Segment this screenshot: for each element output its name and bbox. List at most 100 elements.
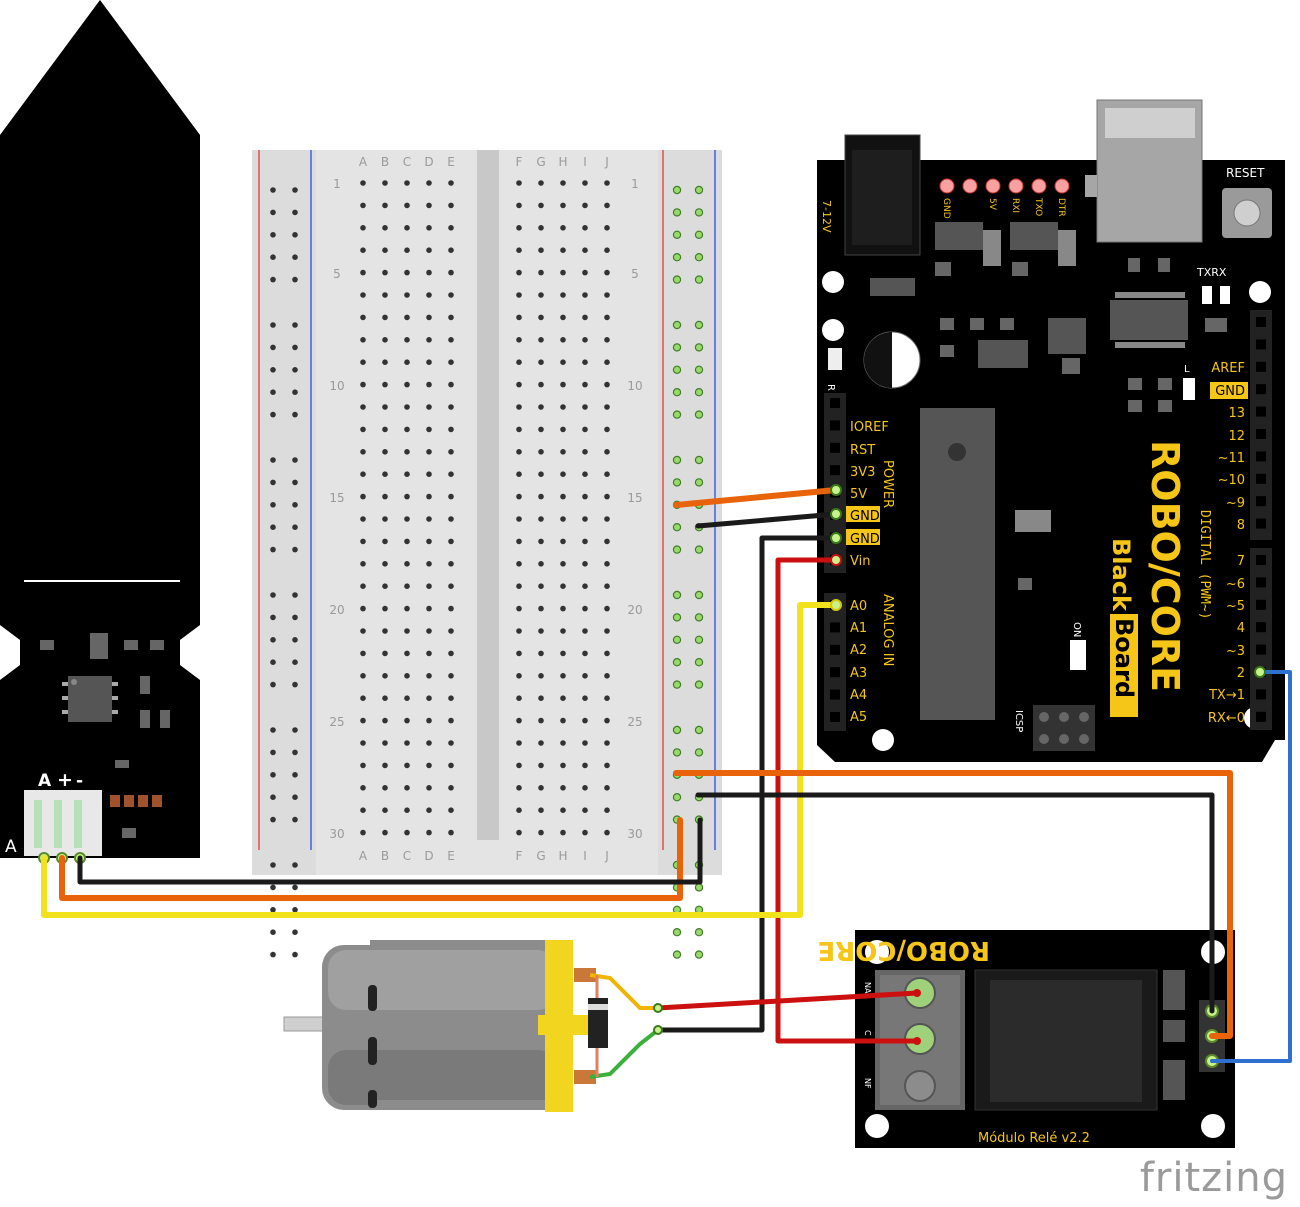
breadboard-hole bbox=[404, 807, 410, 813]
breadboard-hole bbox=[270, 479, 276, 486]
breadboard-hole bbox=[404, 471, 410, 478]
breadboard-hole bbox=[292, 209, 298, 216]
header-pin bbox=[1256, 555, 1266, 565]
breadboard-hole bbox=[292, 862, 298, 868]
breadboard-hole bbox=[516, 225, 522, 231]
breadboard-hole bbox=[604, 605, 610, 612]
breadboard-hole bbox=[604, 314, 610, 321]
breadboard-hole bbox=[292, 254, 298, 260]
breadboard-hole bbox=[270, 276, 276, 283]
pin-label-8: 8 bbox=[1237, 518, 1245, 533]
breadboard-hole bbox=[448, 717, 454, 724]
breadboard-hole bbox=[538, 605, 544, 612]
breadboard-hole bbox=[292, 592, 298, 598]
led-label-txo: TXO bbox=[1033, 197, 1043, 216]
breadboard-hole bbox=[382, 359, 388, 366]
breadboard-hole bbox=[448, 785, 454, 791]
led-label-dtr: DTR bbox=[1056, 198, 1066, 217]
relay-module-label: Módulo Relé v2.2 bbox=[978, 1131, 1090, 1146]
breadboard-hole bbox=[582, 381, 588, 388]
breadboard-hole bbox=[270, 457, 276, 463]
breadboard-hole bbox=[404, 180, 410, 186]
breadboard-hole bbox=[292, 187, 298, 193]
breadboard-hole bbox=[516, 807, 522, 813]
breadboard-hole bbox=[672, 680, 682, 689]
breadboard-hole bbox=[516, 337, 522, 343]
breadboard-hole bbox=[538, 650, 544, 657]
breadboard-hole bbox=[360, 404, 366, 410]
breadboard-hole bbox=[694, 320, 704, 330]
breadboard-hole bbox=[516, 538, 522, 545]
breadboard-hole bbox=[582, 292, 588, 298]
pin-label-3v3: 3V3 bbox=[850, 465, 875, 480]
breadboard-hole bbox=[448, 471, 454, 478]
breadboard-hole bbox=[560, 247, 566, 253]
breadboard-hole bbox=[448, 359, 454, 366]
breadboard-hole bbox=[360, 785, 366, 791]
breadboard-hole bbox=[360, 561, 366, 567]
digital-title: DIGITAL (PWM~) bbox=[1197, 510, 1212, 620]
pin-label-a1: A1 bbox=[850, 621, 867, 636]
breadboard-hole bbox=[516, 717, 522, 724]
breadboard-hole bbox=[448, 740, 454, 746]
breadboard-hole bbox=[516, 829, 522, 836]
breadboard-hole bbox=[292, 816, 298, 823]
breadboard-hole bbox=[382, 225, 388, 231]
wire-d2-to-relay-signal bbox=[1210, 670, 1292, 1063]
breadboard-hole bbox=[560, 717, 566, 724]
on-label: ON bbox=[1071, 622, 1082, 637]
header-pin bbox=[830, 712, 840, 722]
bb-col-f: F bbox=[516, 155, 523, 169]
breadboard-hole bbox=[538, 740, 544, 746]
header-pin bbox=[1256, 406, 1266, 417]
breadboard-hole bbox=[582, 269, 588, 276]
breadboard-hole bbox=[448, 404, 454, 410]
breadboard-hole bbox=[404, 449, 410, 455]
breadboard-hole bbox=[560, 381, 566, 388]
breadboard-hole bbox=[404, 292, 410, 298]
breadboard-hole bbox=[404, 359, 410, 366]
breadboard-hole bbox=[382, 717, 388, 724]
breadboard-hole bbox=[426, 202, 432, 209]
header-pin bbox=[1256, 577, 1266, 588]
pin-label-gnd-2: GND bbox=[850, 532, 880, 547]
sensor-pin-a-label: A bbox=[38, 771, 52, 791]
breadboard-hole bbox=[672, 455, 682, 465]
wire-a0-to-sensor bbox=[41, 602, 839, 918]
breadboard-hole bbox=[448, 673, 454, 679]
breadboard-hole bbox=[694, 478, 704, 487]
breadboard-hole bbox=[672, 208, 682, 217]
header-pin bbox=[1256, 317, 1266, 327]
breadboard-hole bbox=[404, 605, 410, 612]
breadboard-hole bbox=[426, 404, 432, 410]
breadboard-hole bbox=[382, 314, 388, 321]
bb-row-10-right: 10 bbox=[627, 379, 642, 393]
bb-col-i-bottom: I bbox=[583, 849, 587, 863]
breadboard-hole bbox=[382, 605, 388, 612]
breadboard-hole bbox=[516, 269, 522, 276]
breadboard-hole bbox=[516, 493, 522, 500]
breadboard-hole bbox=[448, 426, 454, 433]
breadboard-hole bbox=[582, 762, 588, 769]
breadboard-hole bbox=[382, 538, 388, 545]
breadboard-hole bbox=[404, 426, 410, 433]
breadboard-hole bbox=[560, 202, 566, 209]
breadboard-hole bbox=[270, 907, 276, 913]
breadboard-hole bbox=[538, 269, 544, 276]
breadboard-hole bbox=[582, 740, 588, 746]
breadboard-hole bbox=[426, 717, 432, 724]
pin-label-5: ~5 bbox=[1226, 599, 1245, 614]
breadboard-hole bbox=[382, 561, 388, 567]
breadboard-hole bbox=[694, 185, 704, 195]
breadboard-hole bbox=[672, 253, 682, 262]
breadboard-hole bbox=[582, 404, 588, 410]
breadboard-hole bbox=[404, 740, 410, 746]
breadboard-hole bbox=[582, 426, 588, 433]
breadboard-hole bbox=[694, 680, 704, 689]
breadboard-hole bbox=[560, 829, 566, 836]
breadboard-hole bbox=[604, 561, 610, 567]
breadboard-hole bbox=[270, 322, 276, 328]
breadboard-hole bbox=[604, 516, 610, 522]
bb-col-a-bottom: A bbox=[359, 849, 368, 863]
digital-header-labels: AREF GND 13 12 ~11 ~10 ~9 8 7 ~6 ~5 4 ~3… bbox=[1208, 361, 1248, 726]
